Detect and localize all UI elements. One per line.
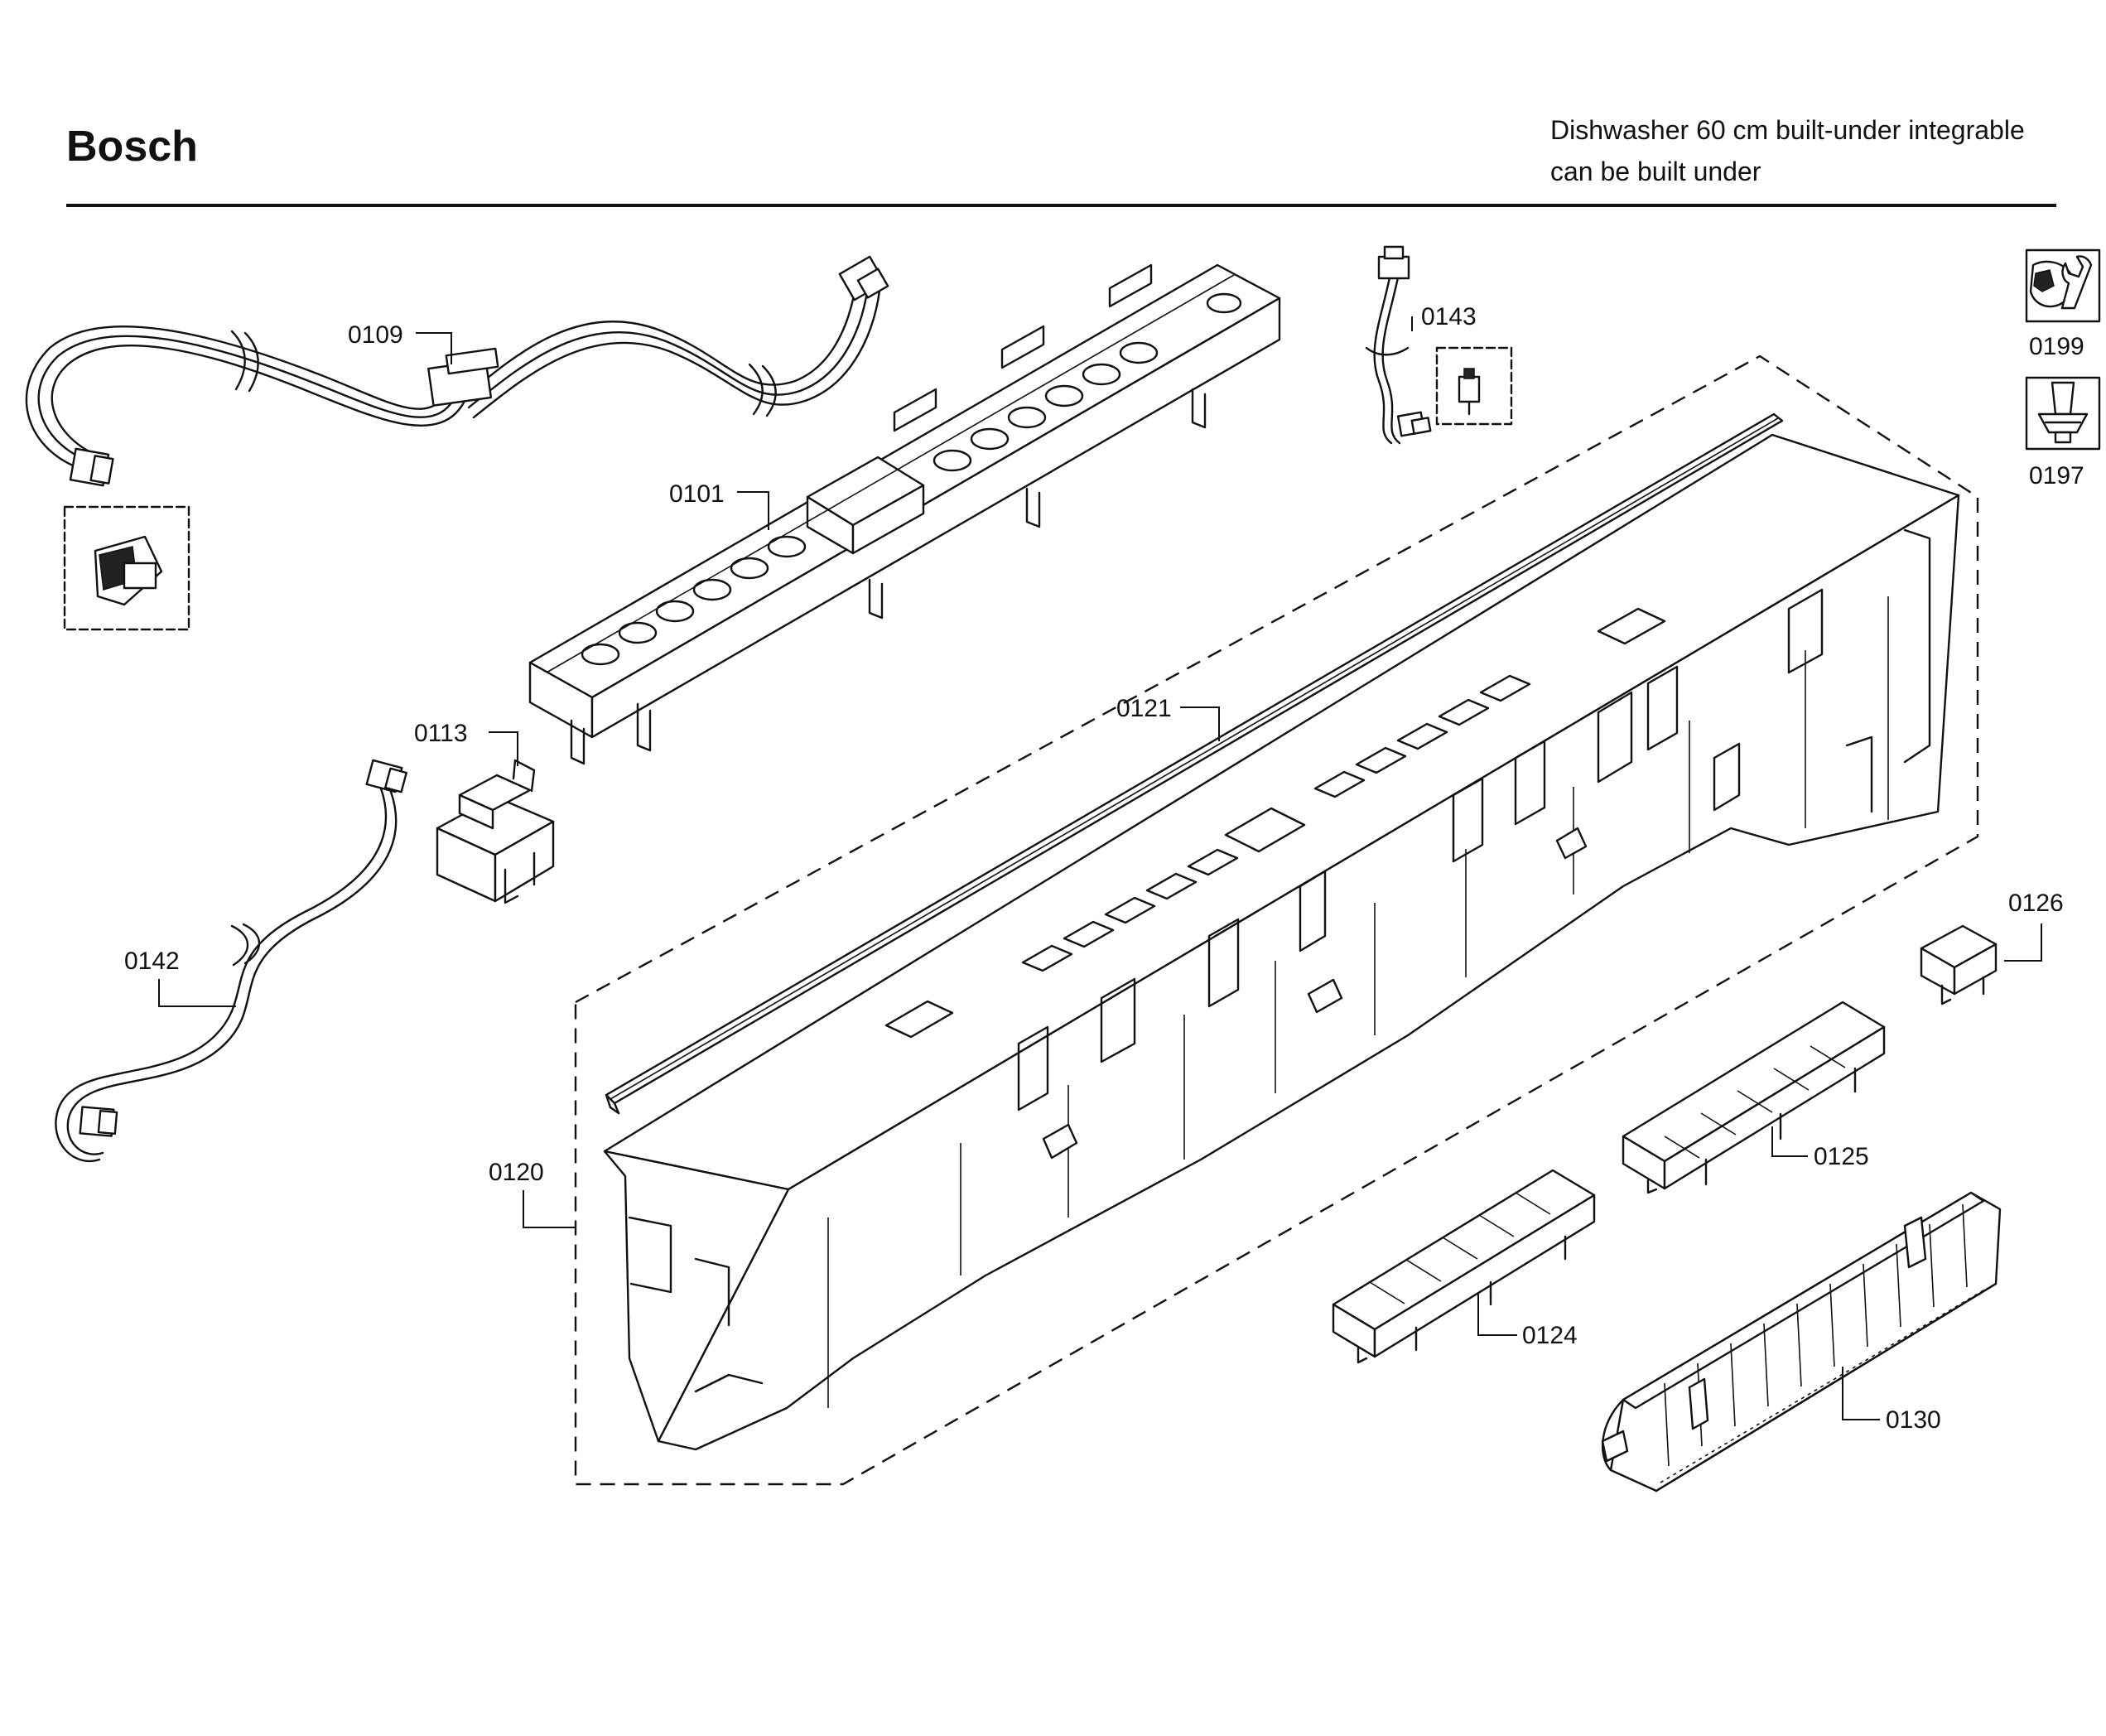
switch-housing-0113[interactable]	[436, 759, 555, 904]
callout-0125: 0125	[1771, 1126, 1869, 1170]
tube-icon	[2037, 381, 2089, 444]
callout-0126: 0126	[2004, 890, 2064, 962]
cable-0142[interactable]	[55, 759, 407, 1162]
part-number-0124: 0124	[1522, 1322, 1578, 1349]
callout-0130: 0130	[1842, 1367, 1941, 1434]
callout-0143: 0143	[1411, 303, 1477, 331]
wire-harness-0109[interactable]	[25, 255, 889, 487]
part-number-0120: 0120	[489, 1159, 544, 1186]
callout-0113: 0113	[414, 720, 518, 766]
part-number-0121: 0121	[1116, 695, 1172, 722]
seal-strip-0121[interactable]	[605, 412, 1784, 1115]
assembly-group-boundary	[574, 354, 1979, 1486]
sensor-detail-inset	[1435, 346, 1513, 426]
product-description-line1: Dishwasher 60 cm built-under integrable	[1550, 115, 2025, 145]
adhesive-0197[interactable]: 0197	[2025, 376, 2101, 489]
control-module-0101[interactable]	[528, 263, 1281, 765]
part-number-0142: 0142	[124, 948, 180, 975]
callout-0124: 0124	[1477, 1292, 1578, 1349]
connector-detail-inset	[63, 505, 190, 631]
button-strip-0125[interactable]	[1622, 1001, 1886, 1194]
sensor-cable-0143[interactable]	[1365, 245, 1432, 445]
callout-0142: 0142	[124, 948, 236, 1007]
part-number-0197: 0197	[2029, 462, 2084, 489]
part-number-0199: 0199	[2029, 333, 2084, 360]
part-number-0143: 0143	[1421, 303, 1477, 330]
cover-0130[interactable]	[1601, 1191, 2002, 1492]
push-button-0126[interactable]	[1920, 924, 1998, 1005]
callout-0101: 0101	[669, 480, 769, 530]
wrench-icon	[2029, 255, 2093, 310]
control-panel-fascia-0120[interactable]	[603, 433, 1960, 1451]
callout-0120: 0120	[489, 1159, 576, 1228]
part-number-0113: 0113	[414, 720, 468, 747]
part-number-0109: 0109	[348, 321, 403, 349]
part-number-0126: 0126	[2008, 890, 2064, 917]
service-tool-0199[interactable]: 0199	[2025, 248, 2101, 360]
part-number-0101: 0101	[669, 480, 725, 508]
product-description-line2: can be built under	[1550, 157, 1761, 186]
brand-title: Bosch	[66, 123, 198, 171]
callout-0121: 0121	[1116, 695, 1220, 741]
part-number-0125: 0125	[1814, 1143, 1869, 1170]
callout-0109: 0109	[348, 321, 452, 364]
part-number-0130: 0130	[1886, 1406, 1941, 1434]
button-strip-0124[interactable]	[1332, 1169, 1596, 1364]
